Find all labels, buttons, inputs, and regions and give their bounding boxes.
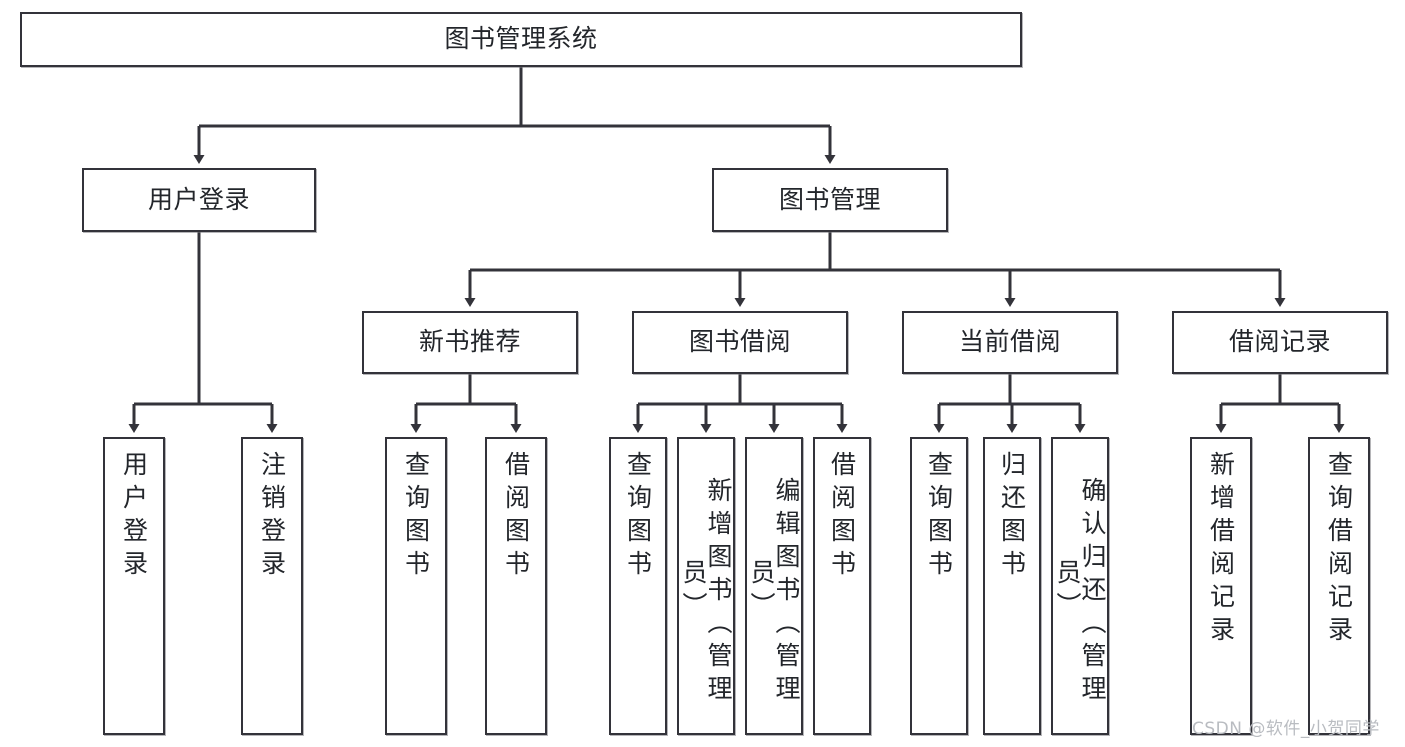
node-current[interactable]: 当前借阅	[902, 311, 1118, 374]
node-records[interactable]: 借阅记录	[1172, 311, 1388, 374]
node-label: 查询图书	[401, 451, 431, 583]
node-label: 图书管理系统	[444, 24, 598, 54]
node-l-rec2[interactable]: 查询借阅记录	[1308, 437, 1370, 735]
node-l-bor4[interactable]: 借阅图书	[813, 437, 871, 735]
node-l-rec1[interactable]: 新增借阅记录	[1190, 437, 1252, 735]
node-l-bor3[interactable]: 编辑图书（管理员）	[745, 437, 803, 735]
node-label: 归还图书	[997, 451, 1027, 583]
node-label: 新书推荐	[418, 327, 521, 357]
node-label: 确认归还（管理员）	[1053, 476, 1107, 708]
node-label: 查询借阅记录	[1324, 451, 1354, 649]
node-label: 查询图书	[623, 451, 653, 583]
node-borrow[interactable]: 图书借阅	[632, 311, 848, 374]
node-bookmgmt[interactable]: 图书管理	[712, 168, 948, 232]
watermark: CSDN @软件_小贺同学	[1192, 719, 1380, 739]
node-label: 注销登录	[257, 451, 287, 583]
node-label: 编辑图书（管理员）	[747, 476, 801, 708]
node-l-cur1[interactable]: 查询图书	[910, 437, 968, 735]
node-l-bor1[interactable]: 查询图书	[609, 437, 667, 735]
node-label: 图书管理	[778, 184, 881, 214]
node-label: 借阅图书	[827, 451, 857, 583]
node-l-cur2[interactable]: 归还图书	[983, 437, 1041, 735]
node-label: 图书借阅	[688, 327, 791, 357]
node-l-login2[interactable]: 注销登录	[241, 437, 303, 735]
node-label: 新增借阅记录	[1206, 451, 1236, 649]
node-login[interactable]: 用户登录	[82, 168, 316, 232]
node-l-new2[interactable]: 借阅图书	[485, 437, 547, 735]
node-label: 借阅记录	[1228, 327, 1331, 357]
node-l-new1[interactable]: 查询图书	[385, 437, 447, 735]
node-label: 当前借阅	[958, 327, 1061, 357]
node-label: 新增图书（管理员）	[679, 476, 733, 708]
node-label: 查询图书	[924, 451, 954, 583]
node-l-bor2[interactable]: 新增图书（管理员）	[677, 437, 735, 735]
node-l-cur3[interactable]: 确认归还（管理员）	[1051, 437, 1109, 735]
node-label: 借阅图书	[501, 451, 531, 583]
node-newbook[interactable]: 新书推荐	[362, 311, 578, 374]
node-label: 用户登录	[119, 451, 149, 583]
node-l-login1[interactable]: 用户登录	[103, 437, 165, 735]
node-root[interactable]: 图书管理系统	[20, 12, 1022, 67]
node-label: 用户登录	[147, 184, 250, 214]
